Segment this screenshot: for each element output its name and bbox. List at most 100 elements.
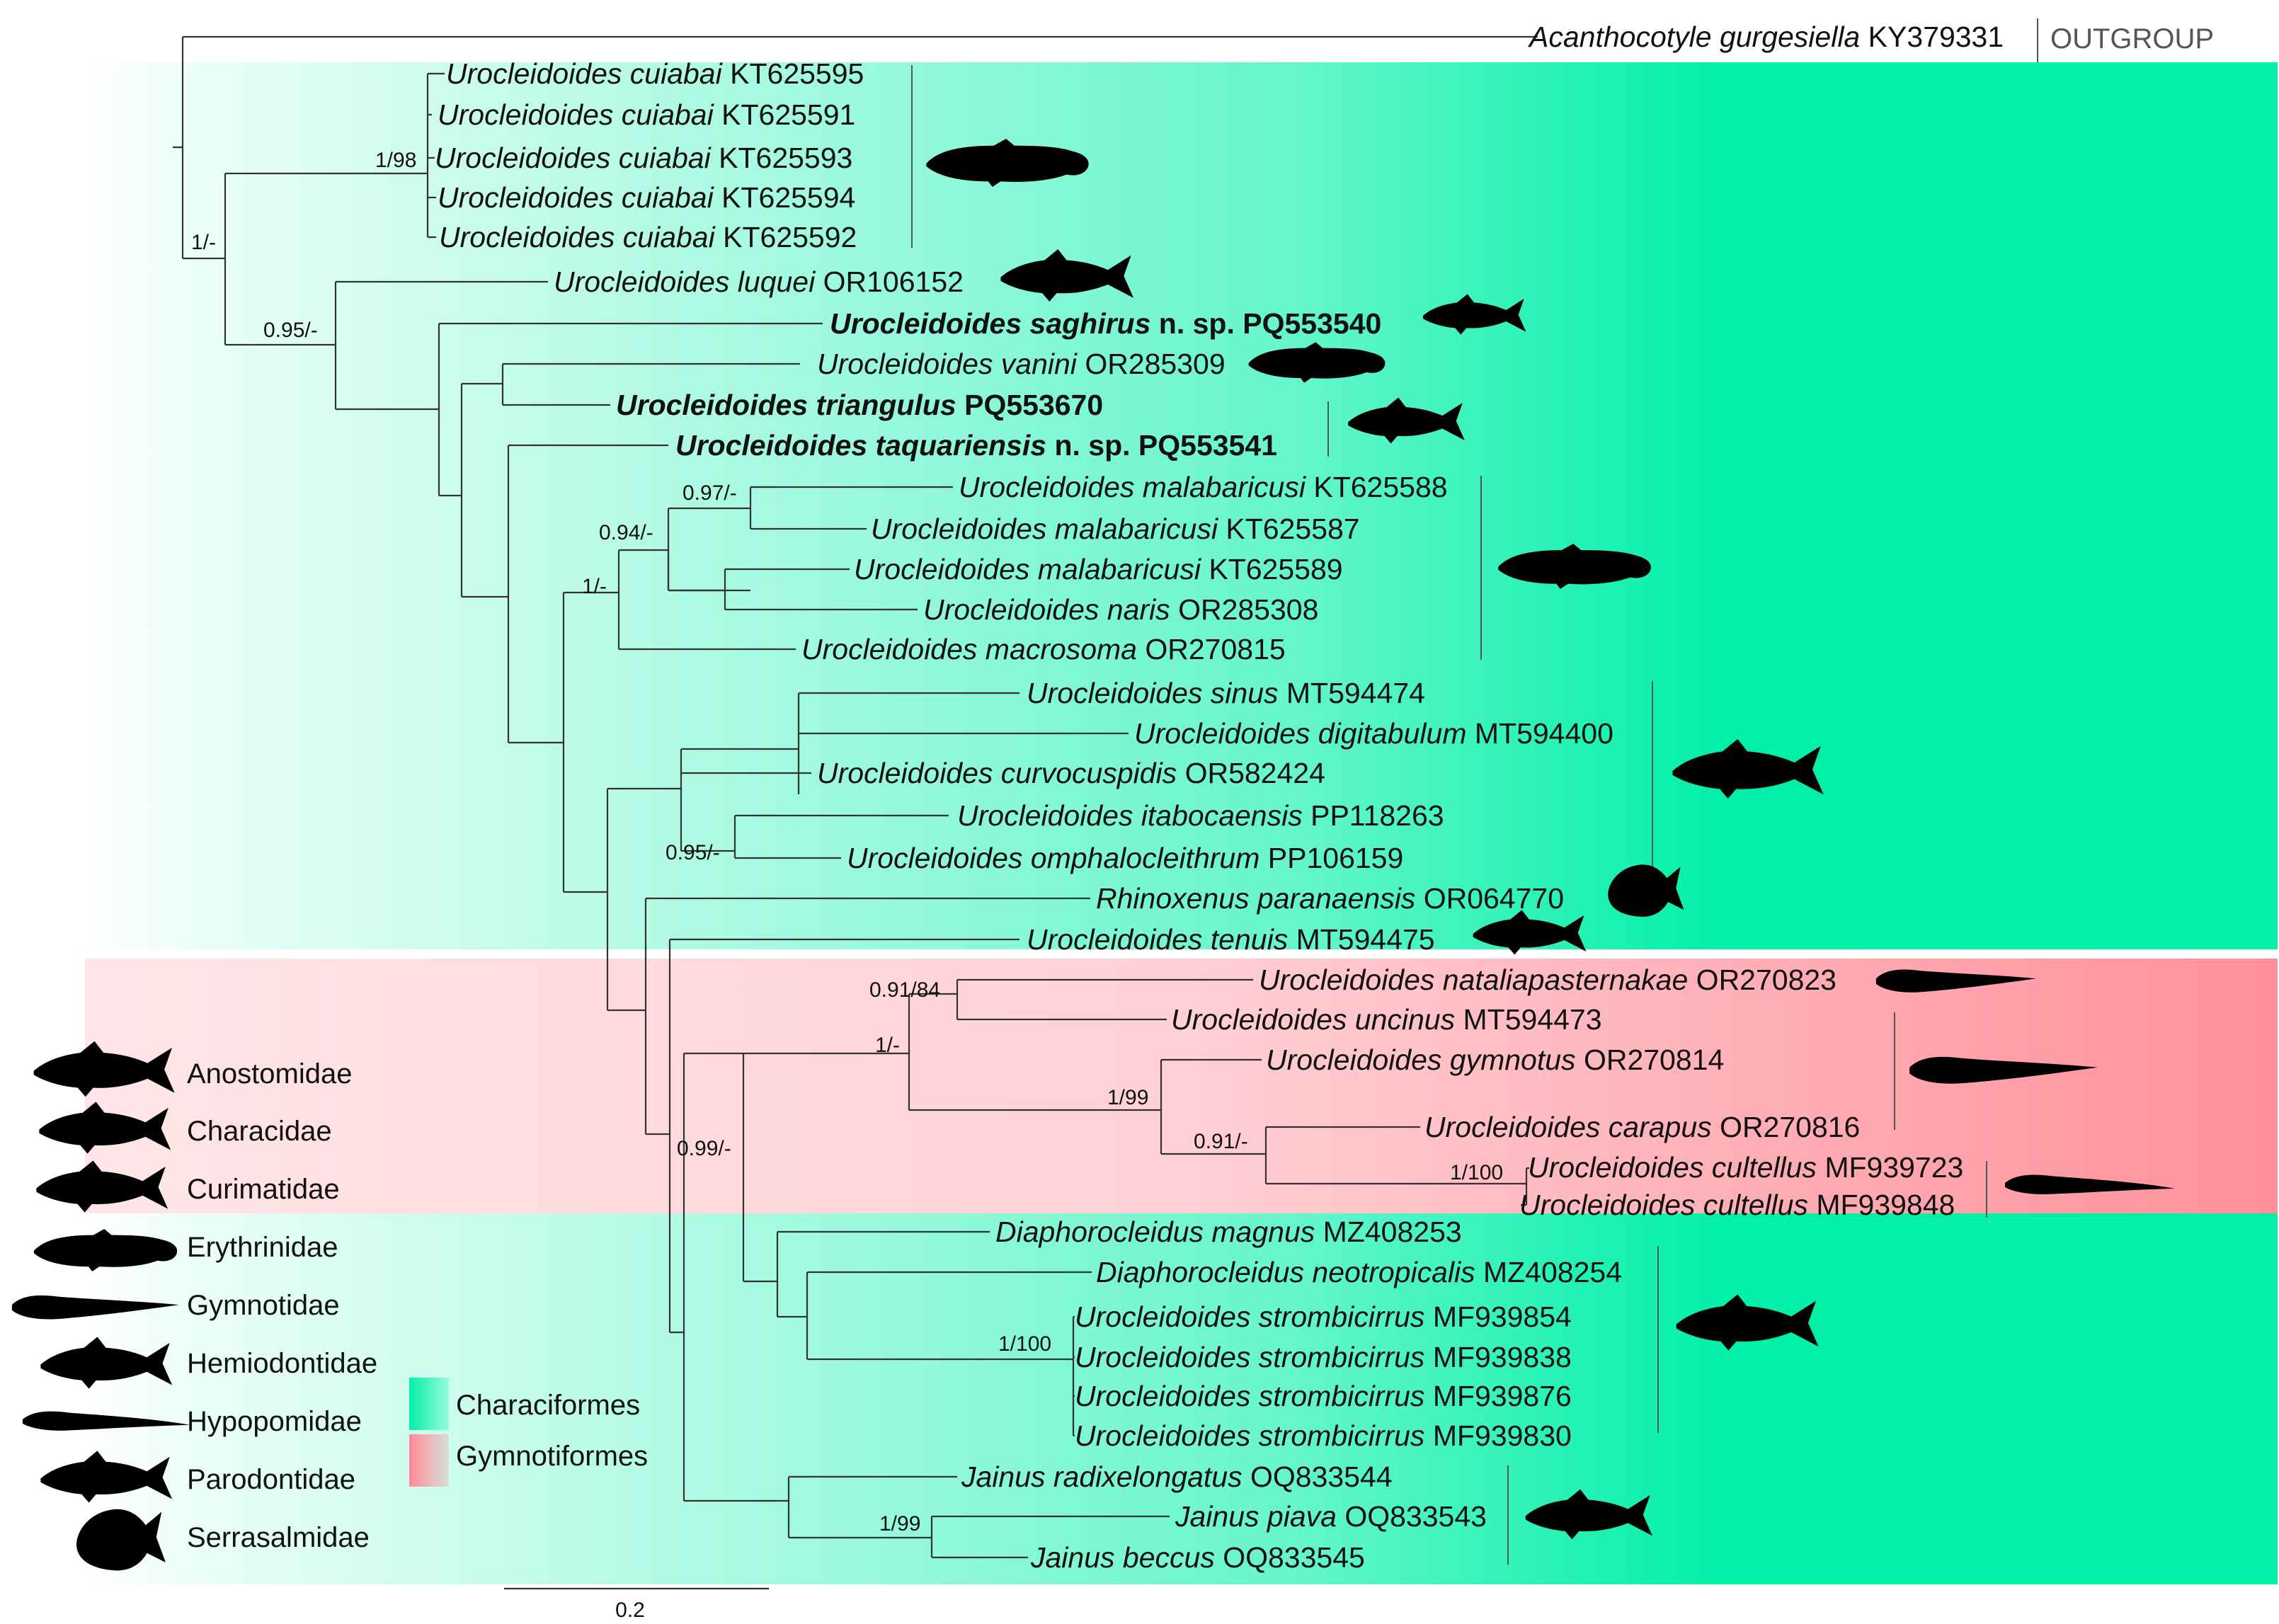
accession-number: OR270814 xyxy=(1576,1043,1725,1076)
node-support-values: 1/981/-0.95/-0.97/-0.94/-1/-0.95/-0.91/8… xyxy=(191,149,1503,1536)
accession-number: PQ553670 xyxy=(956,389,1103,421)
tip-label: Urocleidoides cuiabai KT625594 xyxy=(438,181,855,214)
accession-number: KT625591 xyxy=(714,98,856,131)
tip-label: Urocleidoides cuiabai KT625595 xyxy=(446,57,864,90)
accession-number: OR582424 xyxy=(1177,757,1325,789)
taxon-name: Urocleidoides itabocaensis xyxy=(957,799,1303,832)
taxon-name: Diaphorocleidus neotropicalis xyxy=(1096,1256,1475,1288)
legend-family-serrasalmidae: Serrasalmidae xyxy=(187,1522,370,1553)
taxon-name: Urocleidoides saghirus xyxy=(830,307,1150,340)
accession-number: KT625589 xyxy=(1201,553,1343,585)
accession-number: KT625587 xyxy=(1218,513,1360,545)
taxon-name: Urocleidoides nataliapasternakae xyxy=(1259,963,1688,996)
taxon-name: Urocleidoides vanini xyxy=(817,348,1078,380)
taxon-name: Urocleidoides omphalocleithrum xyxy=(847,842,1260,874)
accession-number: KT625594 xyxy=(714,181,856,214)
tip-label: Urocleidoides itabocaensis PP118263 xyxy=(957,799,1444,832)
node-support-value: 0.94/- xyxy=(599,521,653,544)
accession-number: MF939838 xyxy=(1424,1341,1571,1373)
taxon-name: Urocleidoides cuiabai xyxy=(439,221,716,253)
accession-number: MF939723 xyxy=(1817,1151,1963,1184)
tip-label: Urocleidoides saghirus n. sp. PQ553540 xyxy=(830,307,1381,340)
order-legend: Characiformes Gymnotiformes xyxy=(409,1378,648,1487)
tip-label: Acanthocotyle gurgesiella KY379331 xyxy=(1527,21,2004,53)
accession-number: PP118263 xyxy=(1303,799,1444,832)
accession-number: OR064770 xyxy=(1415,882,1564,915)
taxon-name: Urocleidoides gymnotus xyxy=(1266,1043,1576,1076)
taxon-name: Acanthocotyle gurgesiella xyxy=(1527,21,1860,53)
tip-label: Urocleidoides malabaricusi KT625588 xyxy=(959,471,1448,503)
scale-bar: 0.2 xyxy=(504,1587,769,1622)
accession-number: OQ833544 xyxy=(1243,1460,1393,1493)
node-support-value: 1/- xyxy=(582,575,607,598)
tree-branches xyxy=(173,35,1538,1559)
legend-family-anostomidae: Anostomidae xyxy=(187,1058,352,1090)
tip-label: Urocleidoides carapus OR270816 xyxy=(1424,1111,1860,1143)
tip-label: Urocleidoides strombicirrus MF939854 xyxy=(1075,1300,1572,1333)
tip-label: Urocleidoides malabaricusi KT625587 xyxy=(871,513,1360,545)
legend-order-characiformes: Characiformes xyxy=(456,1390,640,1421)
node-support-value: 0.95/- xyxy=(666,841,720,864)
accession-number: n. sp. PQ553540 xyxy=(1150,307,1381,340)
tip-label: Urocleidoides digitabulum MT594400 xyxy=(1134,717,1613,750)
accession-number: MT594475 xyxy=(1288,923,1434,956)
tip-label: Urocleidoides curvocuspidis OR582424 xyxy=(817,757,1325,789)
accession-number: KY379331 xyxy=(1860,21,2004,53)
outgroup-label: OUTGROUP xyxy=(2050,23,2214,55)
tip-label: Diaphorocleidus neotropicalis MZ408254 xyxy=(1096,1256,1622,1288)
taxon-name: Urocleidoides malabaricusi xyxy=(854,553,1202,585)
taxon-name: Urocleidoides uncinus xyxy=(1171,1003,1455,1036)
taxon-name: Urocleidoides digitabulum xyxy=(1134,717,1466,750)
tip-label: Urocleidoides uncinus MT594473 xyxy=(1171,1003,1602,1036)
tip-label: Urocleidoides tenuis MT594475 xyxy=(1027,923,1435,956)
tip-label: Urocleidoides cultellus MF939848 xyxy=(1519,1189,1955,1221)
taxon-name: Urocleidoides cultellus xyxy=(1528,1151,1817,1184)
node-support-value: 1/100 xyxy=(1450,1161,1503,1184)
accession-number: KT625592 xyxy=(715,221,857,253)
tip-label: Urocleidoides gymnotus OR270814 xyxy=(1266,1043,1724,1076)
tip-label: Urocleidoides sinus MT594474 xyxy=(1027,677,1425,709)
gymnotiformes-band xyxy=(85,959,2278,1213)
tip-label: Urocleidoides nataliapasternakae OR27082… xyxy=(1259,963,1837,996)
taxon-name: Urocleidoides cultellus xyxy=(1519,1189,1808,1221)
tip-label: Urocleidoides triangulus PQ553670 xyxy=(616,389,1103,421)
tip-label: Urocleidoides strombicirrus MF939876 xyxy=(1075,1380,1572,1412)
accession-number: KT625595 xyxy=(722,57,864,90)
taxon-name: Diaphorocleidus magnus xyxy=(995,1216,1315,1248)
family-legend: Anostomidae Characidae Curimatidae Eryth… xyxy=(11,1041,377,1571)
tip-labels: Acanthocotyle gurgesiella KY379331Urocle… xyxy=(435,21,2004,1574)
taxon-name: Urocleidoides strombicirrus xyxy=(1075,1419,1424,1452)
tip-label: Urocleidoides taquariensis n. sp. PQ5535… xyxy=(675,429,1277,462)
legend-family-hypopomidae: Hypopomidae xyxy=(187,1406,362,1437)
legend-family-parodontidae: Parodontidae xyxy=(187,1464,355,1495)
node-support-value: 1/99 xyxy=(1107,1086,1148,1109)
characiformes-band-lower xyxy=(85,1213,2278,1584)
accession-number: OR270823 xyxy=(1688,963,1837,996)
accession-number: OR285308 xyxy=(1170,593,1319,626)
tip-label: Diaphorocleidus magnus MZ408253 xyxy=(995,1216,1462,1248)
tip-label: Urocleidoides malabaricusi KT625589 xyxy=(854,553,1343,585)
gymnotiformes-swatch xyxy=(409,1434,449,1487)
tip-label: Urocleidoides cuiabai KT625591 xyxy=(438,98,855,131)
accession-number: MZ408254 xyxy=(1475,1256,1622,1288)
characiformes-swatch xyxy=(409,1378,449,1430)
taxon-name: Urocleidoides cuiabai xyxy=(438,98,715,131)
accession-number: MF939876 xyxy=(1424,1380,1571,1412)
legend-family-characidae: Characidae xyxy=(187,1116,332,1147)
taxon-name: Urocleidoides cuiabai xyxy=(435,142,712,174)
taxon-name: Urocleidoides taquariensis xyxy=(675,429,1046,462)
taxon-name: Urocleidoides macrosoma xyxy=(801,633,1137,665)
node-support-value: 0.91/- xyxy=(1194,1130,1248,1153)
tip-label: Jainus radixelongatus OQ833544 xyxy=(961,1460,1393,1493)
clade-brackets xyxy=(911,18,2038,1565)
accession-number: MF939830 xyxy=(1424,1419,1571,1452)
taxon-name: Urocleidoides triangulus xyxy=(616,389,956,421)
accession-number: OR106152 xyxy=(815,265,964,298)
tip-label: Urocleidoides cultellus MF939723 xyxy=(1528,1151,1963,1184)
legend-family-gymnotidae: Gymnotidae xyxy=(187,1290,340,1321)
tip-label: Urocleidoides luquei OR106152 xyxy=(554,265,964,298)
tip-label: Urocleidoides strombicirrus MF939838 xyxy=(1075,1341,1572,1373)
taxon-name: Urocleidoides sinus xyxy=(1027,677,1279,709)
tip-label: Urocleidoides vanini OR285309 xyxy=(817,348,1226,380)
